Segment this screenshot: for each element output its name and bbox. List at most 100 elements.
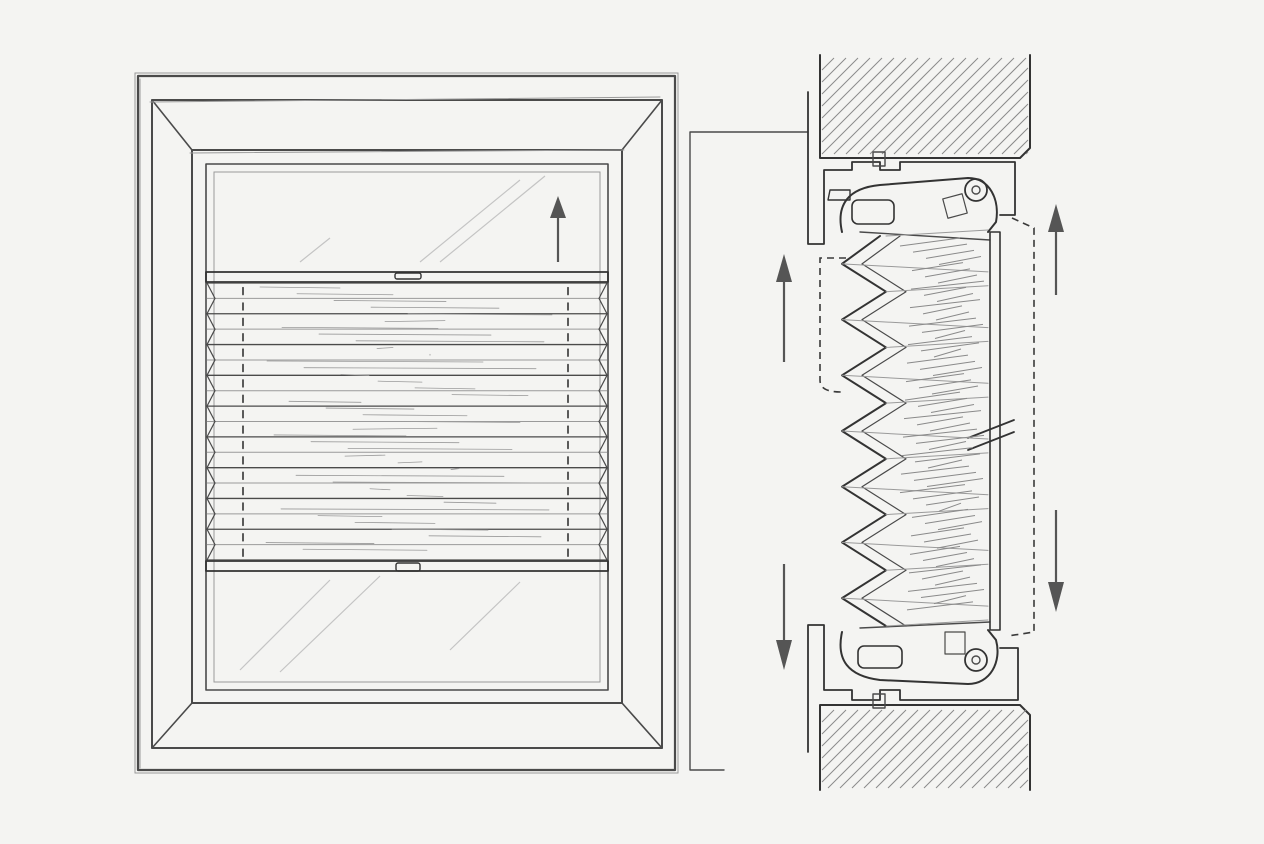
wall-hatch [978, 104, 1028, 154]
wall-hatch [948, 710, 1026, 788]
wall-hatch [954, 80, 1028, 154]
pleated-fabric [207, 283, 607, 560]
pleat-depth-line [842, 542, 988, 550]
pleat-shading [936, 312, 969, 320]
pleat-shading [915, 454, 980, 462]
shade-texture [281, 509, 549, 510]
pleat-shading [931, 405, 974, 413]
wall-hatch [966, 92, 1028, 154]
shade-texture [334, 300, 446, 301]
pleat-depth-line [886, 564, 988, 570]
top-rail [206, 272, 608, 282]
top-wall-section [808, 55, 1030, 244]
pleat-shading [927, 479, 983, 487]
wall-hatch [840, 710, 918, 788]
pleat-shading [938, 522, 982, 530]
inner-window-frame [152, 100, 662, 748]
pleat-shading [916, 435, 984, 443]
up-arrow [776, 254, 792, 362]
wall-hatch [996, 756, 1028, 788]
pleat-depth-line [886, 397, 988, 403]
wall-hatch [822, 710, 894, 782]
pleat-shading [934, 349, 961, 357]
top-rail-handle [395, 273, 421, 279]
shade-texture [345, 455, 385, 456]
head-rail-cassette [841, 178, 997, 240]
shade-texture [333, 482, 557, 483]
shade-texture [348, 448, 512, 449]
pleat-shading [930, 423, 970, 431]
shade-texture [363, 415, 467, 416]
down-arrow [776, 564, 792, 670]
wall-hatch [822, 710, 834, 722]
shade-texture [353, 428, 437, 429]
up-arrow [1048, 204, 1064, 295]
window-sash [192, 150, 622, 703]
pleat-shading [918, 398, 967, 406]
wall-hatch [834, 58, 930, 154]
shade-texture [452, 395, 528, 396]
wall-hatch [1020, 780, 1028, 788]
pleat-shading [905, 392, 960, 400]
pleat-depth-line [886, 341, 988, 347]
wall-hatch [960, 720, 1028, 788]
wall-hatch [822, 58, 918, 154]
pleat-depth-line [886, 230, 988, 236]
pleat-shading [909, 565, 981, 573]
pleat-shading [913, 491, 972, 499]
shade-texture [451, 469, 459, 470]
wall-hatch [1008, 768, 1028, 788]
pleat-shading [924, 287, 966, 295]
wall-hatch [822, 58, 870, 106]
shade-texture [400, 422, 520, 423]
front-view-window [135, 73, 678, 773]
shade-texture [408, 314, 552, 315]
pleat-shading [922, 324, 983, 332]
shade-texture [392, 529, 488, 530]
glass-reflection-top [300, 176, 545, 262]
wall-hatch [822, 58, 906, 142]
pleat-shading [900, 485, 965, 493]
wall-hatch [936, 710, 1014, 788]
pleat-shading [910, 300, 980, 308]
wall-hatch [990, 116, 1028, 154]
wall-hatch [846, 58, 942, 154]
glass-reflection-bottom [240, 576, 520, 672]
pleat-shading [939, 503, 961, 511]
pleat-shading [917, 417, 963, 425]
wall-hatch [858, 58, 954, 154]
wall-hatch [942, 68, 1028, 154]
wall-hatch [882, 58, 978, 154]
pleat-depth-line [886, 620, 988, 626]
wall-hatch [852, 710, 930, 788]
bottom-rail-handle [396, 563, 420, 571]
pleat-shading [939, 257, 981, 265]
shade-texture [355, 522, 435, 523]
pulley-top [965, 179, 987, 201]
pleat-shading [925, 516, 975, 524]
pleat-zigzag [842, 230, 988, 626]
wall-hatch [906, 58, 1002, 154]
wall-hatch [1026, 152, 1028, 154]
dashed-outline-left [820, 258, 846, 392]
wall-hatch [1002, 128, 1028, 154]
pleat-depth-line [886, 509, 988, 515]
wall-hatch [876, 710, 954, 788]
pleat-depth-line [842, 598, 988, 606]
shade-texture [385, 321, 445, 322]
shade-texture [282, 327, 438, 328]
pleat-shading [922, 571, 963, 579]
pleat-shading [924, 534, 971, 542]
wall-hatch [870, 58, 966, 154]
wall-hatch [972, 732, 1028, 788]
pleat-shading [937, 294, 973, 302]
shade-texture [370, 489, 390, 490]
pleat-shading [910, 546, 960, 554]
pleat-shading [926, 497, 979, 505]
shade-texture [304, 368, 536, 369]
wall-hatch [894, 58, 990, 154]
bottom-wall-section [808, 625, 1030, 790]
pleat-depth-line [842, 264, 988, 272]
pleat-shading [920, 361, 975, 369]
pleat-shading [908, 583, 977, 591]
